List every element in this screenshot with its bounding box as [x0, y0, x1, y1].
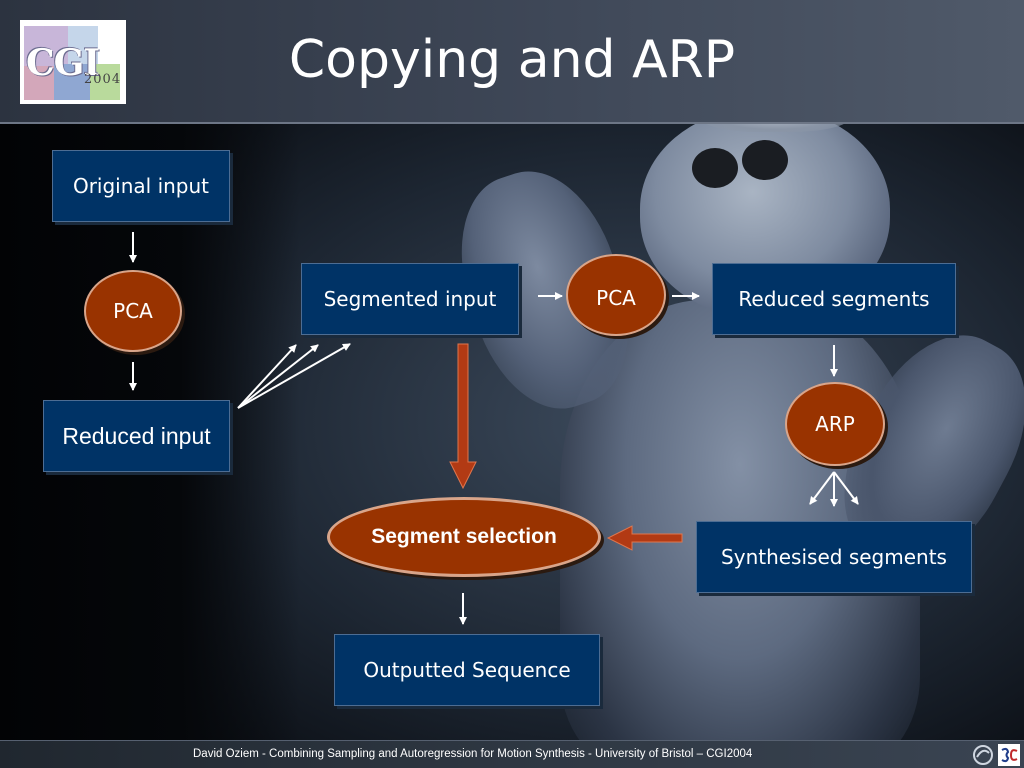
- logo-year-text: 2004: [84, 72, 122, 87]
- slide-title: Copying and ARP: [288, 30, 736, 90]
- slide-header: CGI 2004 Copying and ARP: [0, 0, 1024, 124]
- slide-footer: David Oziem - Combining Sampling and Aut…: [0, 740, 1024, 768]
- arrow-arp-to-synth-3: [833, 471, 859, 505]
- cgi-footer-logo-icon: [998, 744, 1020, 766]
- node-segment-selection: Segment selection: [327, 497, 601, 577]
- cgi-logo: CGI 2004: [20, 20, 126, 104]
- arrow-reduced-input-to-segmented-3: [237, 343, 351, 409]
- arrow-reduced-input-to-segmented-2: [237, 344, 319, 409]
- node-arp: ARP: [785, 382, 885, 466]
- node-pca-left: PCA: [84, 270, 182, 352]
- arrow-reduced-input-to-segmented-1: [237, 344, 297, 409]
- arrow-arp-to-synth-1: [809, 471, 835, 505]
- node-synthesised-segments: Synthesised segments: [696, 521, 972, 593]
- logo-cgi-text: CGI: [26, 42, 100, 84]
- node-reduced-segments: Reduced segments: [712, 263, 956, 335]
- node-reduced-input: Reduced input: [43, 400, 230, 472]
- node-pca-top: PCA: [566, 254, 666, 336]
- node-segmented-input: Segmented input: [301, 263, 519, 335]
- node-outputted-sequence: Outputted Sequence: [334, 634, 600, 706]
- figure-eye-right: [742, 140, 788, 180]
- big-arrow-segmented-to-selection: [449, 343, 477, 490]
- figure-eye-left: [692, 148, 738, 188]
- node-original-input: Original input: [52, 150, 230, 222]
- big-arrow-synth-to-selection: [606, 525, 683, 551]
- footer-text: David Oziem - Combining Sampling and Aut…: [193, 748, 753, 760]
- bristol-logo-icon: [973, 745, 993, 765]
